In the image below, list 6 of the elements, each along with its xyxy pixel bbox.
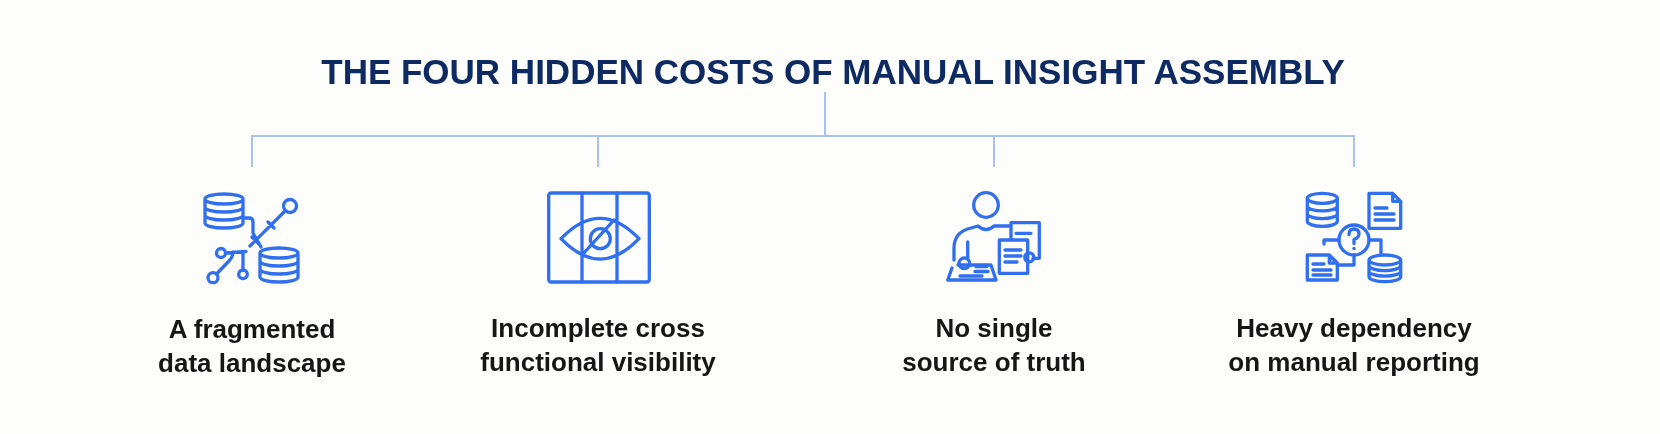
item-caption: A fragmented data landscape — [157, 313, 347, 380]
connector-line — [824, 91, 1355, 168]
item-caption: No single source of truth — [901, 312, 1087, 379]
heading: THE FOUR HIDDEN COSTS OF MANUAL INSIGHT ASSEMBLY — [321, 52, 1345, 92]
item-caption: Incomplete cross functional visibility — [479, 312, 717, 379]
item-caption: Heavy dependency on manual reporting — [1227, 312, 1481, 379]
